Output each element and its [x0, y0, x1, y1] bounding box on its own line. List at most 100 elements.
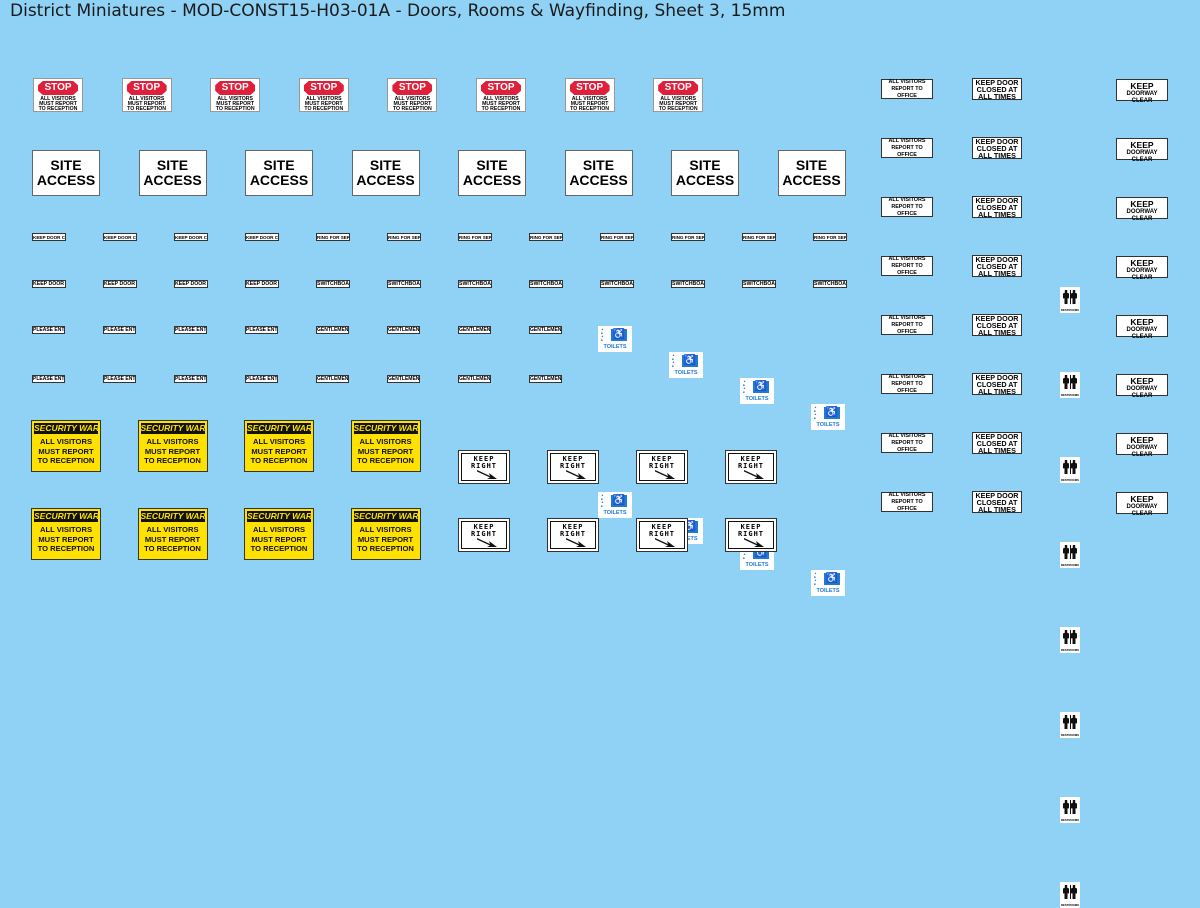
keep-label: KEEP: [1130, 81, 1154, 91]
security-warning-header: SECURITY WARNING: [140, 511, 205, 522]
toilets-label: TOILETS: [603, 344, 627, 350]
security-warning-header: SECURITY WARNING: [247, 511, 311, 522]
gentlemen-label: GENTLEMEN: [529, 375, 562, 383]
arrow-down-right-icon: [744, 538, 764, 547]
ring-for-service-label: RING FOR SERVICE: [529, 233, 563, 241]
doorway-clear-label: DOORWAY CLEAR: [1126, 504, 1158, 517]
restroom-icon: RESTROOMS: [1060, 372, 1080, 398]
divider-line: [1069, 630, 1071, 644]
toilets-sign: ▲■▲■♿TOILETS: [598, 326, 632, 352]
gender-figures-icon: ▲■▲■: [814, 405, 817, 420]
woman-figure-icon: [1071, 715, 1077, 729]
woman-figure-icon: [1071, 800, 1077, 814]
doorway-clear-label: DOORWAY CLEAR: [1126, 445, 1158, 458]
restroom-icon: RESTROOMS: [1060, 712, 1080, 738]
man-figure-icon: [1063, 715, 1069, 729]
keep-door-closed-label: KEEP DOOR CLOSED: [174, 280, 208, 288]
arrow-down-right-icon: [477, 470, 497, 479]
keep-door-closed-label: KEEP DOOR CLOSED: [32, 233, 66, 241]
switchboard-label: SWITCHBOARD: [529, 280, 563, 288]
ring-for-service-label: RING FOR SERVICE: [813, 233, 847, 241]
restrooms-label: RESTROOMS: [1060, 733, 1080, 737]
toilets-label: TOILETS: [745, 396, 769, 402]
security-warning-header: SECURITY WARNING: [247, 423, 311, 434]
divider-line: [1069, 375, 1071, 389]
keep-label: KEEP: [1130, 258, 1154, 268]
doorway-clear-label: DOORWAY CLEAR: [1126, 268, 1158, 281]
stop-octagon: STOP: [303, 81, 344, 95]
keep-label: KEEP: [1130, 494, 1154, 504]
toilets-label: TOILETS: [816, 422, 840, 428]
please-enter-label: PLEASE ENTER: [245, 326, 278, 334]
switchboard-label: SWITCHBOARD: [316, 280, 350, 288]
stop-octagon: STOP: [569, 81, 610, 95]
ring-for-service-label: RING FOR SERVICE: [387, 233, 421, 241]
switchboard-label: SWITCHBOARD: [458, 280, 492, 288]
stop-octagon: STOP: [126, 81, 167, 95]
security-warning-header: SECURITY WARNING: [140, 423, 205, 434]
restrooms-label: RESTROOMS: [1060, 393, 1080, 397]
divider-line: [1069, 460, 1071, 474]
keep-label: KEEP: [1130, 376, 1154, 386]
divider-line: [1069, 290, 1071, 304]
toilets-sign: ▲■▲■♿TOILETS: [598, 492, 632, 518]
please-enter-label: PLEASE ENTER: [103, 375, 136, 383]
restrooms-label: RESTROOMS: [1060, 903, 1080, 907]
man-figure-icon: [1063, 885, 1069, 899]
arrow-down-right-icon: [566, 538, 586, 547]
gentlemen-label: GENTLEMEN: [387, 375, 420, 383]
keep-label: KEEP: [1130, 140, 1154, 150]
man-figure-icon: [1063, 460, 1069, 474]
restrooms-label: RESTROOMS: [1060, 478, 1080, 482]
